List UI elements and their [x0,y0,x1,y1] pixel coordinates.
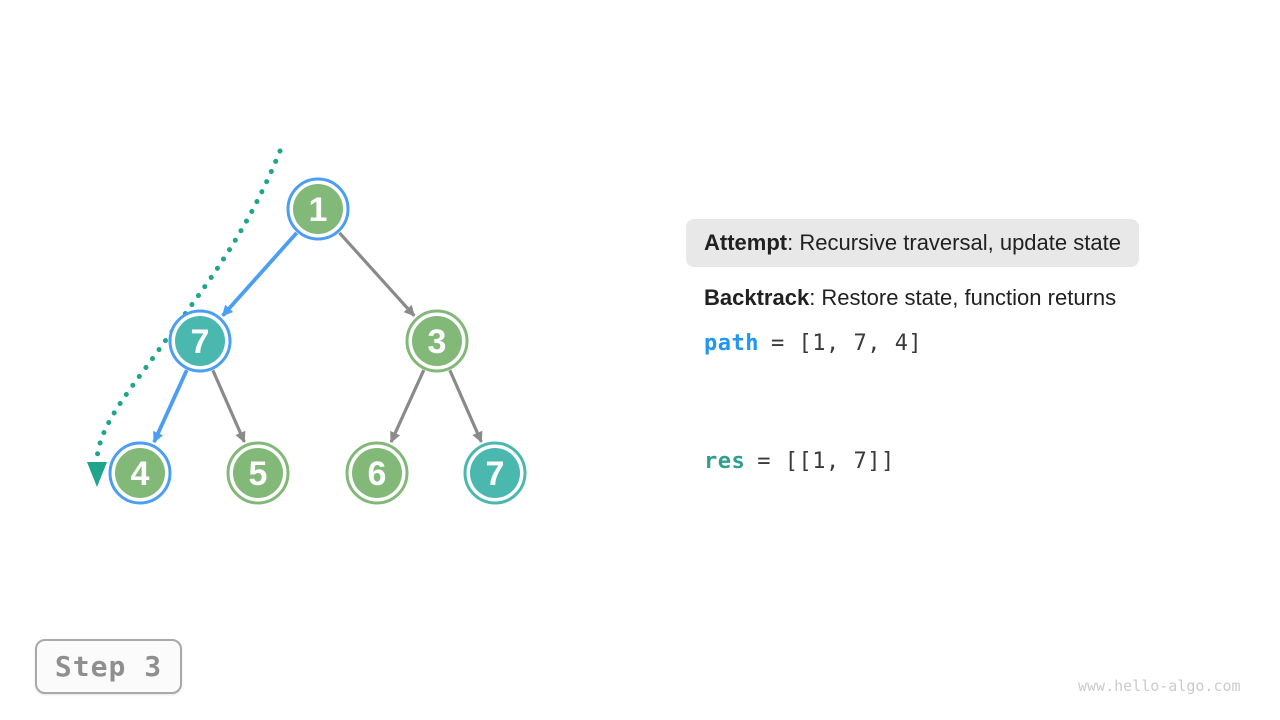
backtrack-legend-line: Backtrack: Restore state, function retur… [704,285,1116,311]
path-var-name: path [704,331,759,356]
step-badge-label: Step 3 [54,650,163,683]
node-circle [412,316,462,366]
tree-edge-n3-n7r [448,369,483,443]
node-value: 1 [309,191,328,229]
tree-edge-n1-n3 [338,231,416,317]
node-circle [352,448,402,498]
node-circle [175,316,225,366]
node-circle [233,448,283,498]
tree-node-n3: 3 [405,309,469,373]
tree-node-n7l: 7 [168,309,232,373]
res-var-value: = [[1, 7]] [757,449,895,474]
tree-edge-n7l-n4 [152,369,189,444]
node-circle [470,448,520,498]
tree-node-n7r: 7 [463,441,527,505]
binary-tree-diagram: 1 7 3 4 5 6 7 [87,148,527,505]
res-variable-line: res = [[1, 7]] [704,449,895,474]
node-value: 5 [249,455,268,493]
res-var-name: res [704,449,746,474]
tree-node-n1: 1 [286,177,350,241]
tree-edge-n3-n6 [389,369,426,444]
node-value: 4 [131,455,150,493]
trace-dotted-path [94,148,283,461]
path-variable-line: path = [1, 7, 4] [704,331,922,356]
node-circle [115,448,165,498]
node-value: 7 [191,323,210,361]
backtrack-text: : Restore state, function returns [809,285,1117,310]
step-badge: Step 3 [35,639,182,694]
attempt-text: : Recursive traversal, update state [787,230,1121,255]
tree-node-n6: 6 [345,441,409,505]
node-value: 6 [368,455,387,493]
attempt-label: Attempt [704,230,788,255]
watermark-text: www.hello-algo.com [1078,677,1241,695]
backtrack-label: Backtrack [704,285,810,310]
tree-edge-n1-n7l [221,231,299,317]
trace-arrowhead-icon [87,462,107,487]
node-value: 7 [486,455,505,493]
tree-node-n4: 4 [108,441,172,505]
path-var-value: = [1, 7, 4] [770,331,923,356]
attempt-legend-box: Attempt: Recursive traversal, update sta… [686,219,1139,267]
tree-node-n5: 5 [226,441,290,505]
node-value: 3 [428,323,447,361]
node-circle [293,184,343,234]
tree-edge-n7l-n5 [211,369,246,443]
